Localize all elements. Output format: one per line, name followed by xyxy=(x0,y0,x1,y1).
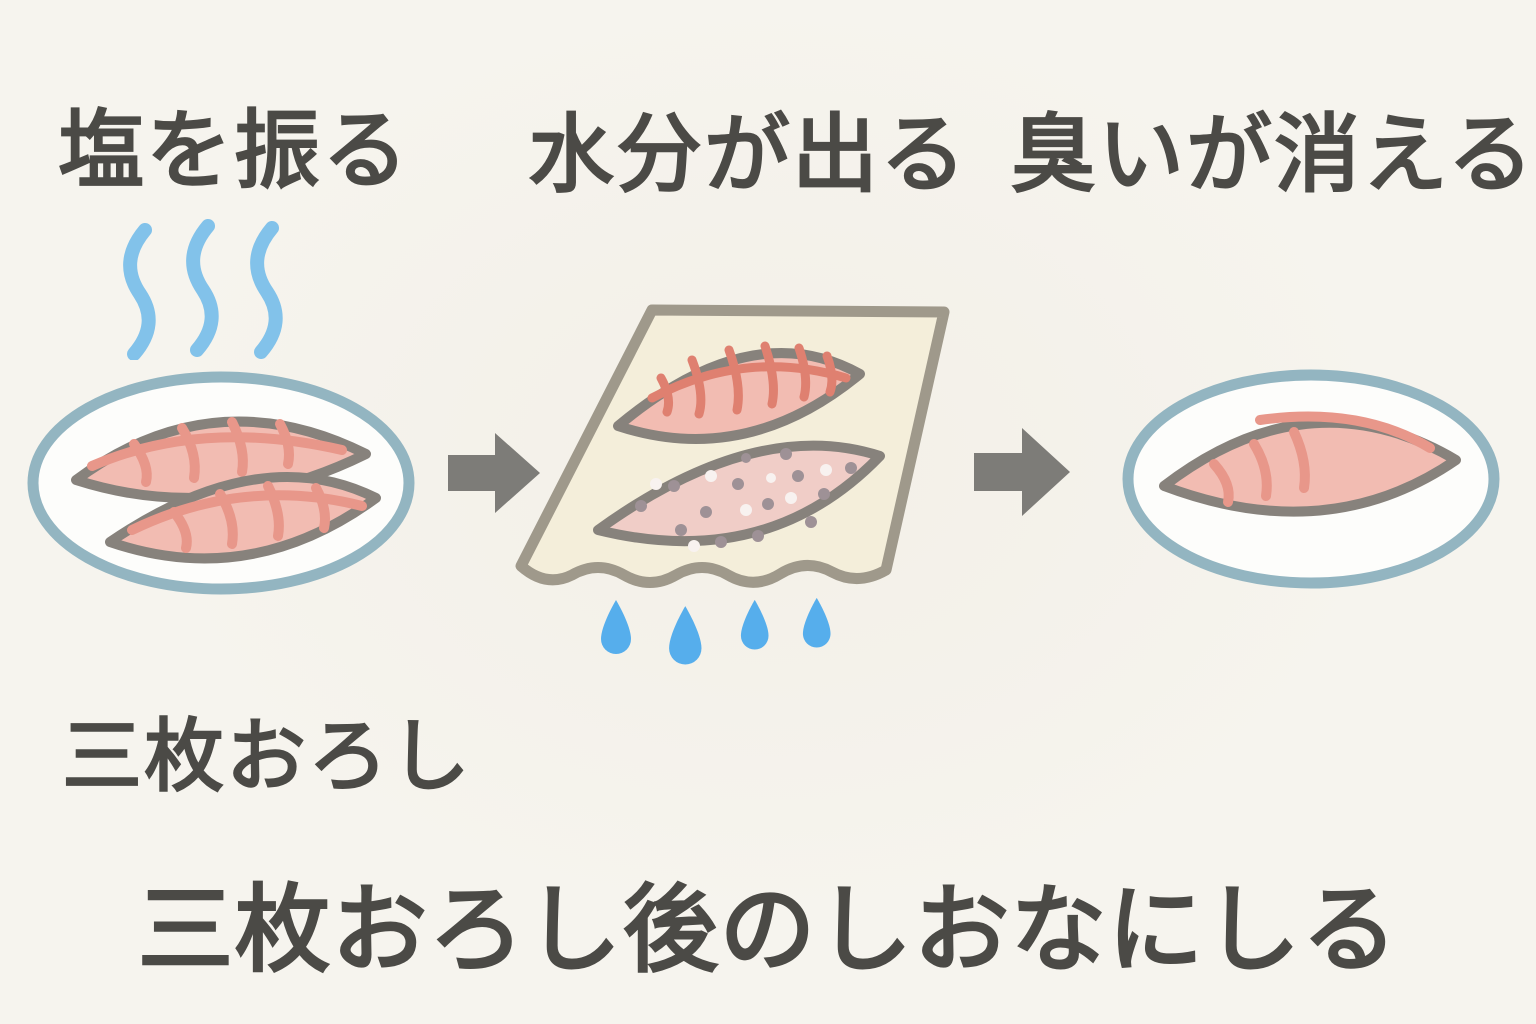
plate-with-two-fillets xyxy=(27,371,415,595)
steam-line xyxy=(123,223,156,360)
plate-with-single-fillet xyxy=(1122,369,1500,589)
step-label-moisture: 水分が出る xyxy=(528,105,968,205)
arrow-right-shape xyxy=(974,428,1070,516)
arrow-right-icon xyxy=(974,428,1070,516)
fish-fillet-front xyxy=(105,472,381,564)
paper-towel-with-fillets xyxy=(515,304,950,588)
fish-fillet-top xyxy=(613,341,865,444)
arrow-right-icon xyxy=(448,433,540,513)
stage-note-sanmai-oroshi: 三枚おろし xyxy=(62,710,472,803)
water-drop xyxy=(740,599,769,650)
arrow-right-shape xyxy=(448,433,540,513)
smell-steam-icon xyxy=(123,219,283,360)
page-title: 三枚おろし後のしおなにしる xyxy=(137,874,1399,986)
water-drop xyxy=(802,597,831,648)
step-label-smell-gone: 臭いが消える xyxy=(1010,105,1536,205)
water-drop xyxy=(601,600,631,654)
water-drops-icon xyxy=(601,597,831,665)
steam-line xyxy=(186,219,219,357)
fish-fillet xyxy=(1159,411,1461,517)
steam-line xyxy=(250,221,283,359)
salt-dots xyxy=(635,448,857,552)
fish-fillet-salted xyxy=(593,440,885,552)
water-drop xyxy=(669,606,702,665)
step-label-salt: 塩を振る xyxy=(58,101,410,201)
